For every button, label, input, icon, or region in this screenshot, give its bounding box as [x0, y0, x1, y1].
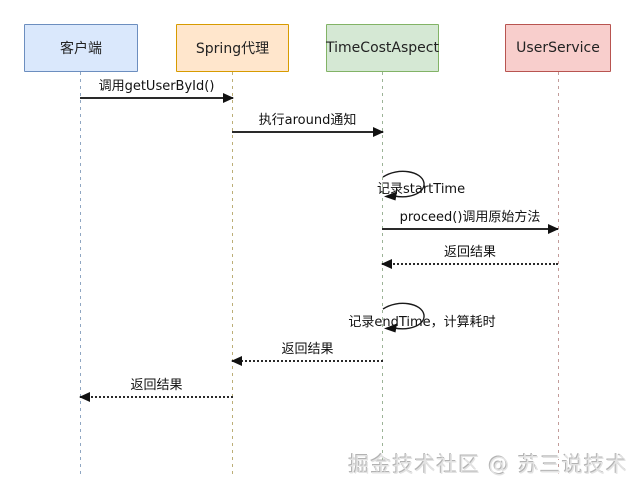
participant-label-time-cost-aspect: TimeCostAspect	[326, 40, 439, 56]
self-loop-arrow-icon	[382, 170, 425, 201]
message-line	[79, 392, 233, 402]
arrowhead-right-icon	[373, 127, 384, 137]
message-line	[381, 259, 558, 269]
message-label: 返回结果	[281, 342, 334, 357]
message-label: 记录endTime，计算耗时	[348, 315, 496, 330]
message-label: 返回结果	[130, 378, 183, 393]
arrowhead-left-icon	[231, 356, 242, 366]
message-call-getuserbyid: 调用getUserById()	[80, 77, 234, 103]
message-return-result-to-client: 返回结果	[79, 376, 233, 402]
self-message-record-endtime: 记录endTime，计算耗时	[348, 301, 562, 333]
lifeline-user-service	[558, 72, 559, 475]
participant-box-user-service: UserService	[505, 24, 611, 72]
message-label: proceed()调用原始方法	[399, 210, 541, 225]
arrowhead-right-icon	[223, 93, 234, 103]
message-execute-around-advice: 执行around通知	[232, 111, 384, 137]
participant-box-spring-proxy: Spring代理	[176, 24, 289, 72]
lifeline-time-cost-aspect	[382, 72, 383, 475]
message-return-result-from-userservice: 返回结果	[381, 243, 558, 269]
message-label: 返回结果	[443, 245, 496, 260]
self-message-record-starttime: 记录startTime	[377, 169, 562, 201]
message-line	[382, 224, 559, 234]
message-label: 执行around通知	[258, 113, 357, 128]
arrowhead-left-icon	[381, 259, 392, 269]
message-proceed-call-original-method: proceed()调用原始方法	[382, 208, 559, 234]
participant-label-spring-proxy: Spring代理	[195, 41, 270, 57]
participant-label-user-service: UserService	[516, 40, 600, 56]
message-line	[231, 356, 383, 366]
message-label: 记录startTime	[377, 182, 466, 197]
self-loop-arrow-icon	[382, 302, 425, 333]
participant-label-client: 客户端	[60, 41, 102, 57]
lifeline-spring-proxy	[232, 72, 233, 475]
participant-box-client: 客户端	[24, 24, 138, 72]
watermark: 掘金技术社区 @ 苏三说技术	[348, 453, 628, 477]
message-label: 调用getUserById()	[98, 79, 215, 94]
message-return-result-to-spring-proxy: 返回结果	[231, 340, 383, 366]
arrowhead-right-icon	[548, 224, 559, 234]
arrowhead-left-icon	[79, 392, 90, 402]
lifeline-client	[80, 72, 81, 475]
message-line	[232, 127, 384, 137]
message-line	[80, 93, 234, 103]
participant-box-time-cost-aspect: TimeCostAspect	[326, 24, 439, 72]
